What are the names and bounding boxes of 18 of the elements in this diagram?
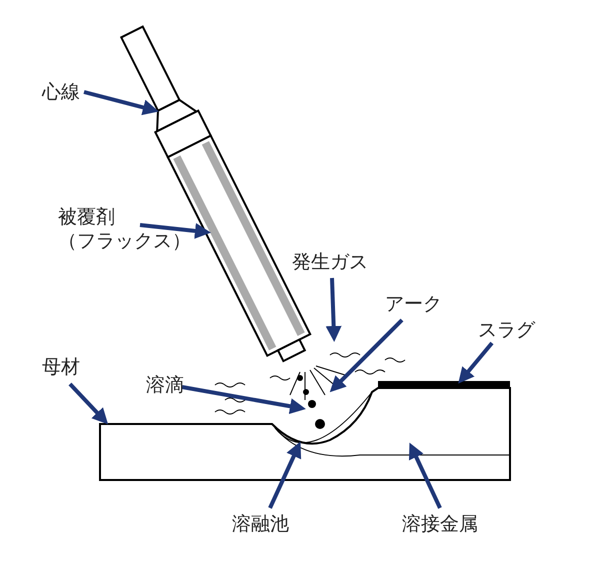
leader-arrow <box>458 342 494 384</box>
arc-label: アーク <box>385 292 442 316</box>
weld-metal-label: 溶接金属 <box>402 512 478 536</box>
leader-arrow <box>68 382 108 424</box>
leader-arrow <box>326 278 342 342</box>
leader-arrow <box>330 318 404 392</box>
weld-pool-label: 溶融池 <box>232 512 289 536</box>
gas-label: 発生ガス <box>292 250 368 274</box>
slag-label: スラグ <box>478 318 535 342</box>
core-wire-label: 心線 <box>42 80 80 104</box>
droplet-label: 溶滴 <box>146 373 184 397</box>
leader-arrow <box>268 442 302 509</box>
leader-arrow <box>182 385 306 414</box>
base-metal-label: 母材 <box>42 355 80 379</box>
leader-arrow <box>140 222 211 239</box>
leader-arrow <box>408 442 442 509</box>
flux-coating-label: 被覆剤（フラックス） <box>58 205 200 253</box>
leader-arrow <box>84 90 159 116</box>
